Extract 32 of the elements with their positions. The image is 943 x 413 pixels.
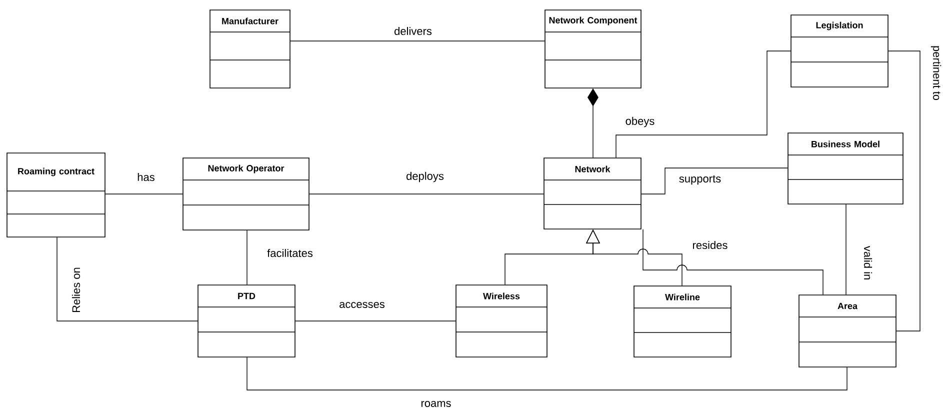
class-box: PTD (198, 284, 296, 358)
edge-label: pertinent to (930, 44, 942, 102)
class-box: Network (544, 158, 642, 230)
association-line (616, 50, 791, 158)
edge-label: Relies on (70, 266, 82, 314)
class-box: Network Operator (182, 158, 310, 230)
class-box: Area (798, 294, 896, 368)
edge-label: facilitates (266, 248, 314, 258)
class-box: Wireline (634, 286, 732, 358)
association-line (246, 230, 248, 285)
association-line (295, 320, 456, 322)
association-line (642, 229, 824, 295)
class-box: Network Component (544, 10, 642, 88)
association-line (246, 357, 848, 390)
edge-label: obeys (624, 116, 656, 128)
edge-label: has (136, 172, 156, 182)
association-line (290, 40, 545, 42)
edge-label: resides (691, 240, 729, 250)
edge-label: valid in (862, 244, 874, 282)
edge-label: accesses (338, 300, 386, 309)
class-box: Manufacturer (210, 10, 290, 88)
association-line (641, 168, 788, 194)
association-line (888, 50, 920, 332)
class-box: Business Model (788, 132, 904, 204)
class-box: Legislation (790, 14, 888, 88)
class-box: Roaming contract (6, 152, 106, 238)
edge-label: deploys (405, 170, 445, 184)
association-line (56, 237, 198, 322)
edge-label: delivers (393, 26, 433, 36)
class-box: Wireless (456, 284, 548, 358)
edge-label: supports (678, 174, 722, 186)
edge-label: roams (420, 400, 452, 408)
